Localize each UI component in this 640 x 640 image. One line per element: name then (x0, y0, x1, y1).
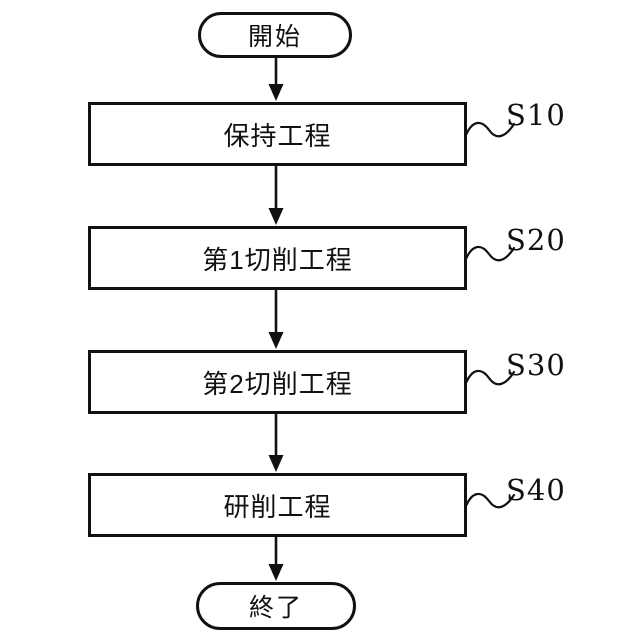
squiggle-connector-s30 (464, 369, 516, 386)
end-terminal: 終了 (196, 582, 356, 630)
squiggle-connector-s40 (464, 492, 516, 509)
arrow-step4-to-end (268, 537, 284, 581)
step-id-label-s30: S30 (506, 348, 566, 382)
process-box-second-cutting: 第2切削工程 (88, 350, 467, 414)
process-box-label: 保持工程 (223, 120, 332, 151)
step-id-label-s40: S40 (506, 473, 566, 507)
squiggle-connector-s10 (464, 121, 516, 138)
end-terminal-label: 終了 (248, 594, 303, 622)
arrow-step3-to-step4 (268, 414, 284, 472)
process-box-label: 第1切削工程 (202, 244, 353, 275)
squiggle-connector-s20 (464, 245, 516, 262)
process-box-holding: 保持工程 (88, 102, 467, 166)
process-box-grinding: 研削工程 (88, 473, 467, 537)
process-box-first-cutting: 第1切削工程 (88, 226, 467, 290)
start-terminal-label: 開始 (247, 23, 302, 51)
arrow-start-to-step1 (268, 57, 284, 101)
arrow-step1-to-step2 (268, 166, 284, 225)
process-box-label: 第2切削工程 (202, 368, 353, 399)
start-terminal: 開始 (198, 12, 352, 58)
arrow-step2-to-step3 (268, 290, 284, 349)
step-id-label-s20: S20 (506, 223, 566, 257)
process-box-label: 研削工程 (223, 491, 332, 522)
step-id-label-s10: S10 (506, 98, 566, 132)
